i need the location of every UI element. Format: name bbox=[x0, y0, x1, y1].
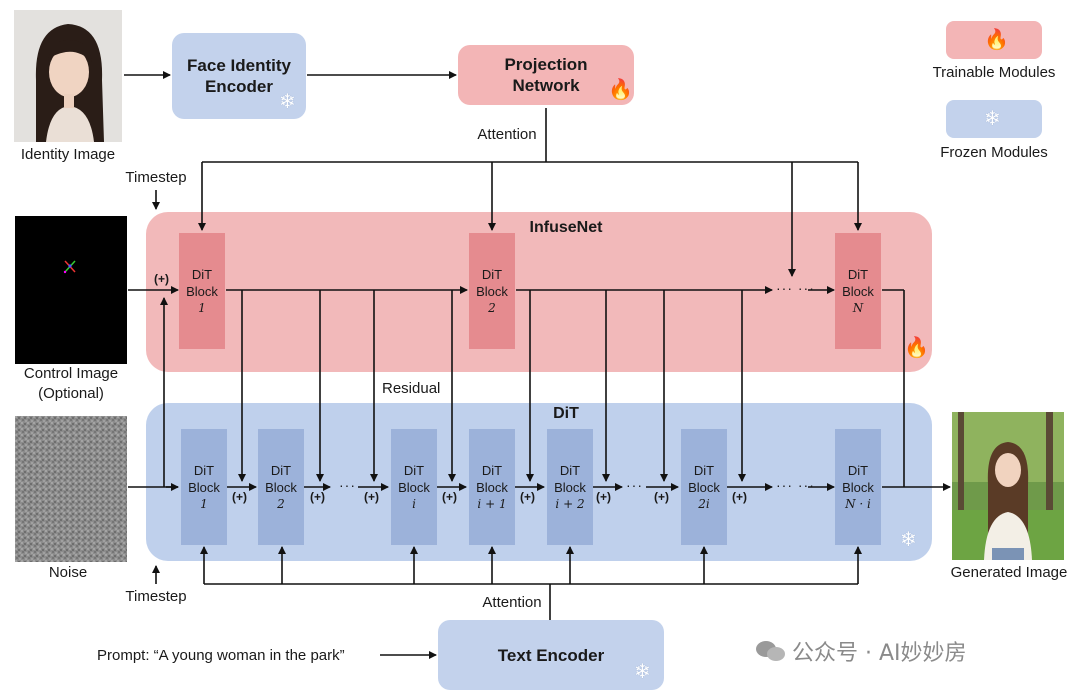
dit-block-2: DiT Block 2 bbox=[258, 429, 304, 545]
face-encoder-line2: Encoder bbox=[204, 77, 273, 96]
block-line1: DiT bbox=[193, 462, 215, 478]
dit-block-i-plus-2: DiT Block i + 2 bbox=[547, 429, 593, 545]
dit-block-i-plus-1: DiT Block i + 1 bbox=[469, 429, 515, 545]
infusenet-block-n: DiT Block N bbox=[835, 233, 881, 349]
projection-line2: Network bbox=[512, 76, 580, 95]
plus-sign: (+) bbox=[442, 490, 457, 504]
plus-sign: (+) bbox=[732, 490, 747, 504]
noise-label: Noise bbox=[48, 564, 88, 581]
legend-frozen-swatch bbox=[946, 100, 1042, 138]
block-line2: Block bbox=[842, 283, 874, 299]
dit-title: DiT bbox=[553, 405, 579, 422]
block-index: i + 1 bbox=[477, 496, 507, 511]
control-image bbox=[15, 216, 127, 364]
block-index: 2i bbox=[698, 496, 710, 511]
watermark: 公众号 · AI妙妙房 bbox=[756, 636, 967, 666]
text-encoder: Text Encoder bbox=[438, 620, 664, 690]
attention-label-top: Attention bbox=[477, 126, 537, 143]
fire-icon: 🔥 bbox=[904, 337, 929, 359]
block-line2: Block bbox=[265, 479, 297, 495]
fire-icon: 🔥 bbox=[608, 79, 633, 101]
block-line2: Block bbox=[476, 479, 508, 495]
block-index: 1 bbox=[198, 300, 206, 315]
identity-image-label: Identity Image bbox=[20, 146, 116, 163]
ellipsis: ··· ··· bbox=[776, 477, 815, 493]
dit-block-2i: DiT Block 2i bbox=[681, 429, 727, 545]
infusenet-block-1: DiT Block 1 bbox=[179, 233, 225, 349]
generated-image bbox=[952, 412, 1064, 560]
block-line2: Block bbox=[188, 479, 220, 495]
block-index: N bbox=[852, 300, 864, 315]
block-line1: DiT bbox=[481, 266, 503, 282]
identity-image bbox=[14, 10, 122, 142]
block-index: N · i bbox=[845, 496, 871, 511]
block-line1: DiT bbox=[481, 462, 503, 478]
block-line2: Block bbox=[842, 479, 874, 495]
block-line1: DiT bbox=[270, 462, 292, 478]
infusenet-panel bbox=[146, 212, 932, 372]
infusenet-title: InfuseNet bbox=[529, 219, 603, 236]
snowflake-icon: ❄ bbox=[984, 108, 1001, 130]
timestep-label-bottom: Timestep bbox=[125, 588, 187, 605]
control-image-label-2: (Optional) bbox=[38, 385, 104, 402]
ellipsis: ··· ··· bbox=[776, 280, 815, 296]
block-line2: Block bbox=[186, 283, 218, 299]
block-line2: Block bbox=[476, 283, 508, 299]
face-identity-encoder: Face Identity Encoder bbox=[172, 33, 306, 119]
block-line2: Block bbox=[398, 479, 430, 495]
watermark-text: 公众号 · AI妙妙房 bbox=[792, 641, 967, 666]
generated-image-label: Generated Image bbox=[950, 564, 1068, 581]
block-line1: DiT bbox=[191, 266, 213, 282]
plus-sign: (+) bbox=[520, 490, 535, 504]
noise-image bbox=[15, 416, 127, 562]
residual-label: Residual bbox=[382, 380, 441, 397]
text-encoder-label: Text Encoder bbox=[497, 645, 605, 665]
block-line1: DiT bbox=[403, 462, 425, 478]
block-index: 1 bbox=[200, 496, 208, 511]
fire-icon: 🔥 bbox=[984, 29, 1009, 51]
snowflake-icon: ❄ bbox=[634, 661, 651, 683]
timestep-label-top: Timestep bbox=[125, 169, 187, 186]
block-index: 2 bbox=[488, 300, 496, 315]
block-line2: Block bbox=[554, 479, 586, 495]
dit-block-n-i: DiT Block N · i bbox=[835, 429, 881, 545]
snowflake-icon: ❄ bbox=[279, 91, 296, 113]
block-line2: Block bbox=[688, 479, 720, 495]
prompt-label: Prompt: “A young woman in the park” bbox=[97, 647, 345, 664]
block-line1: DiT bbox=[847, 266, 869, 282]
dit-block-1: DiT Block 1 bbox=[181, 429, 227, 545]
block-line1: DiT bbox=[693, 462, 715, 478]
block-index: i + 2 bbox=[555, 496, 585, 511]
attention-label-bottom: Attention bbox=[482, 594, 542, 611]
block-index: 2 bbox=[277, 496, 285, 511]
control-image-label-1: Control Image bbox=[23, 365, 119, 382]
projection-line1: Projection bbox=[504, 55, 588, 74]
plus-sign: (+) bbox=[654, 490, 669, 504]
block-index: i bbox=[412, 496, 416, 511]
plus-sign: (+) bbox=[154, 272, 169, 286]
plus-sign: (+) bbox=[364, 490, 379, 504]
legend-trainable-swatch bbox=[946, 21, 1042, 59]
block-line1: DiT bbox=[559, 462, 581, 478]
dit-block-i: DiT Block i bbox=[391, 429, 437, 545]
face-encoder-line1: Face Identity bbox=[187, 56, 291, 75]
block-line1: DiT bbox=[847, 462, 869, 478]
ellipsis: ··· bbox=[339, 477, 356, 493]
infusenet-block-2: DiT Block 2 bbox=[469, 233, 515, 349]
plus-sign: (+) bbox=[596, 490, 611, 504]
snowflake-icon: ❄ bbox=[900, 529, 917, 551]
plus-sign: (+) bbox=[310, 490, 325, 504]
legend-frozen-label: Frozen Modules bbox=[940, 144, 1048, 161]
ellipsis: ··· bbox=[626, 477, 643, 493]
plus-sign: (+) bbox=[232, 490, 247, 504]
projection-network: Projection Network bbox=[458, 45, 634, 105]
wechat-icon bbox=[756, 639, 786, 663]
legend-trainable-label: Trainable Modules bbox=[932, 64, 1056, 81]
